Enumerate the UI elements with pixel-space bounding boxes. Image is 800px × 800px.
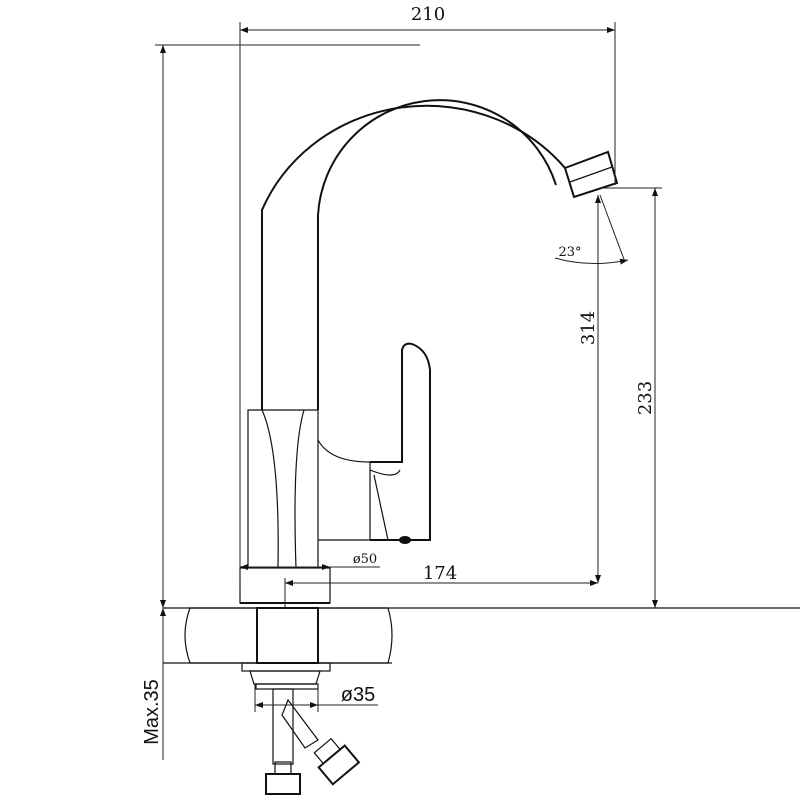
spout [261, 104, 566, 410]
spout-height-label: 233 [635, 381, 656, 415]
hose-nut-right [313, 737, 361, 786]
hose-nut-left [265, 773, 301, 795]
width-label: 210 [411, 4, 445, 25]
base-diameter-label: ø50 [353, 552, 377, 567]
max-deck-label: Max.35 [141, 679, 163, 745]
height-total-label: 314 [578, 311, 599, 345]
faucet-body [239, 99, 619, 604]
reach-label: 174 [423, 563, 457, 584]
dimension-lines [155, 22, 662, 760]
hose-angled [281, 698, 319, 749]
angle-label: 23° [558, 245, 581, 260]
handle-lever [370, 342, 431, 541]
thread-diameter-label: ø35 [341, 684, 375, 706]
mounting-hardware [241, 662, 361, 795]
hose-straight [272, 688, 294, 765]
countertop [163, 607, 800, 664]
spout-tip [563, 150, 619, 199]
